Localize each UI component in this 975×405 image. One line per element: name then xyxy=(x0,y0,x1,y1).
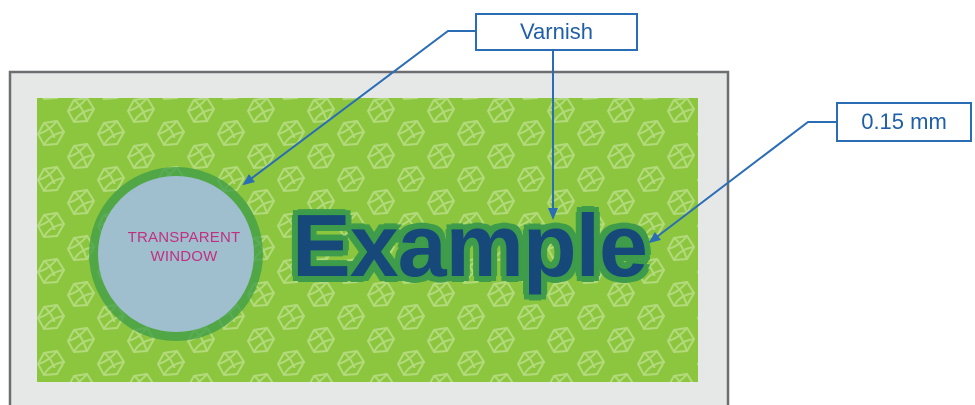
varnish-window-arrow xyxy=(242,30,475,186)
transparent-window xyxy=(98,176,254,332)
transparent-window-label: TRANSPARENT WINDOW xyxy=(96,228,272,266)
varnish-callout: Varnish xyxy=(475,13,638,51)
example-text: Example xyxy=(292,196,648,295)
thickness-arrow xyxy=(648,121,836,244)
window-label-line2: WINDOW xyxy=(150,248,218,265)
window-label-line1: TRANSPARENT xyxy=(127,229,241,246)
thickness-callout: 0.15 mm xyxy=(836,102,972,142)
